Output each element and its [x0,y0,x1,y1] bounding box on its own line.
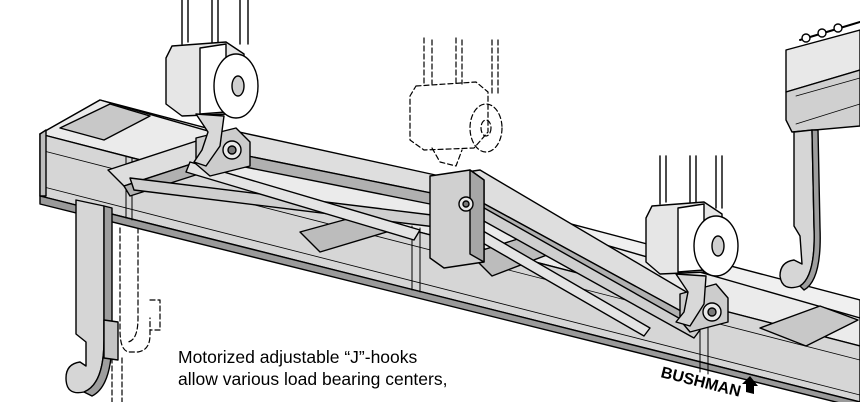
bushman-logo-mark-icon [742,376,758,394]
left-pulley-block [165,0,259,167]
truss-frame [107,127,729,339]
caption: Motorized adjustable “J”-hooks allow var… [178,346,447,390]
caption-line-1: Motorized adjustable “J”-hooks [178,347,418,367]
dashed-hook-alternate-position [111,227,161,402]
dashed-pulley-alternate-position [409,37,503,167]
right-pulley-block [645,155,739,327]
left-j-hook [65,199,119,397]
caption-line-2: allow various load bearing centers, [178,369,448,389]
right-j-hook-assembly [779,21,860,291]
